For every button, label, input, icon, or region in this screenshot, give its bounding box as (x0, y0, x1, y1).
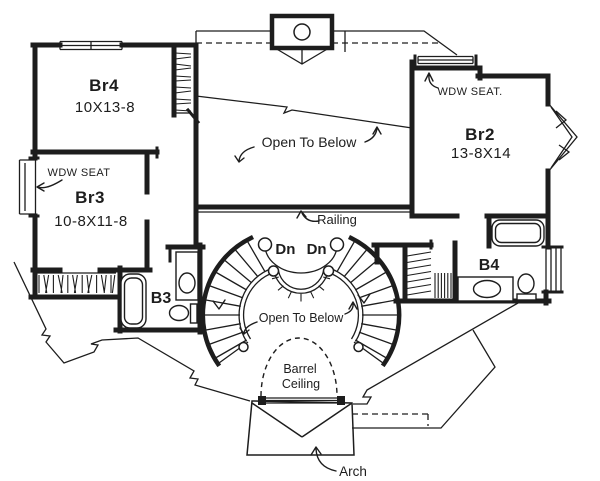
open-to-below-upper-label: Open To Below (262, 134, 358, 150)
right-stair-down-arrow (357, 293, 371, 304)
b4-label: B4 (479, 257, 500, 274)
stairs-down-label: Dn Dn (275, 241, 326, 258)
entry-arch (246, 396, 355, 456)
b3-toilet (168, 304, 190, 322)
open-below-upper-right-arrow (364, 126, 382, 143)
br2-label: Br2 (465, 125, 495, 144)
br4-dims: 10X13-8 (75, 99, 135, 116)
b3-fixtures (120, 251, 199, 329)
chimney-flue-icon (293, 23, 311, 41)
br2-dims: 13-8X14 (451, 145, 511, 162)
wdw-seat-left-label: WDW SEAT (48, 167, 111, 179)
b4-sink (472, 279, 502, 299)
rail-volute (353, 341, 364, 353)
landing-balusters (271, 276, 331, 302)
newel-post (322, 265, 335, 277)
b4-fixtures (457, 219, 545, 302)
right-stair-outer-wall (347, 234, 402, 368)
open-below-upper-left-arrow (234, 146, 255, 163)
staircase (200, 234, 402, 368)
br3-closet-hatch (36, 272, 116, 294)
wdw-seat-right-arrow (424, 72, 439, 89)
arch-label: Arch (339, 464, 367, 479)
barrel-ceiling-label-2: Ceiling (282, 377, 320, 391)
window-cap (337, 396, 345, 405)
window-cap (258, 396, 266, 405)
left-stair-outer-wall (200, 234, 255, 368)
b3-sink (178, 272, 196, 294)
newel-post (257, 237, 273, 252)
wdw-seat-right-label: WDW SEAT. (437, 86, 502, 98)
br4-window (59, 40, 123, 51)
br2-window-seat-window (417, 55, 474, 65)
b4-toilet (517, 273, 535, 294)
barrel-ceiling-label-1: Barrel (283, 362, 316, 376)
wdw-seat-left-arrow (36, 179, 63, 192)
rail-volute (238, 341, 249, 353)
landing-rail-upper (264, 244, 338, 274)
b3-label: B3 (151, 290, 172, 307)
right-stair-treads (336, 240, 398, 364)
newel-post (329, 237, 345, 252)
right-stair-handrail (327, 267, 364, 342)
railing-arrow (296, 210, 320, 223)
barrel-ceiling-arc (260, 337, 338, 397)
bay-window (547, 102, 578, 173)
windows (18, 40, 578, 292)
br3-dims: 10-8X11-8 (54, 213, 127, 230)
roof-outline-lines (13, 30, 519, 429)
chimney (269, 13, 335, 65)
br4-label: Br4 (89, 76, 119, 95)
dashed-lines (196, 42, 440, 426)
left-stair-down-arrow (212, 299, 226, 310)
arch-arrow (310, 446, 337, 472)
br3-window-seat-window (18, 159, 37, 215)
hall-closet-hatch (406, 251, 452, 298)
railing-label: Railing (317, 212, 357, 227)
walls (28, 42, 564, 335)
landing-rail-lower (273, 270, 329, 294)
open-to-below-lower-label: Open To Below (259, 311, 345, 325)
annotation-arrows (36, 72, 439, 472)
open-below-lower-right-arrow (344, 301, 358, 315)
br3-label: Br3 (75, 188, 105, 207)
entry-window (266, 397, 337, 404)
br4-closet-hatch (174, 52, 192, 114)
newel-post (267, 265, 280, 277)
labels: Br4 10X13-8 Br3 10-8X11-8 Br2 13-8X14 B3… (48, 76, 511, 479)
b4-window-seat-window (545, 248, 562, 292)
open-below-lower-left-arrow (239, 321, 258, 335)
